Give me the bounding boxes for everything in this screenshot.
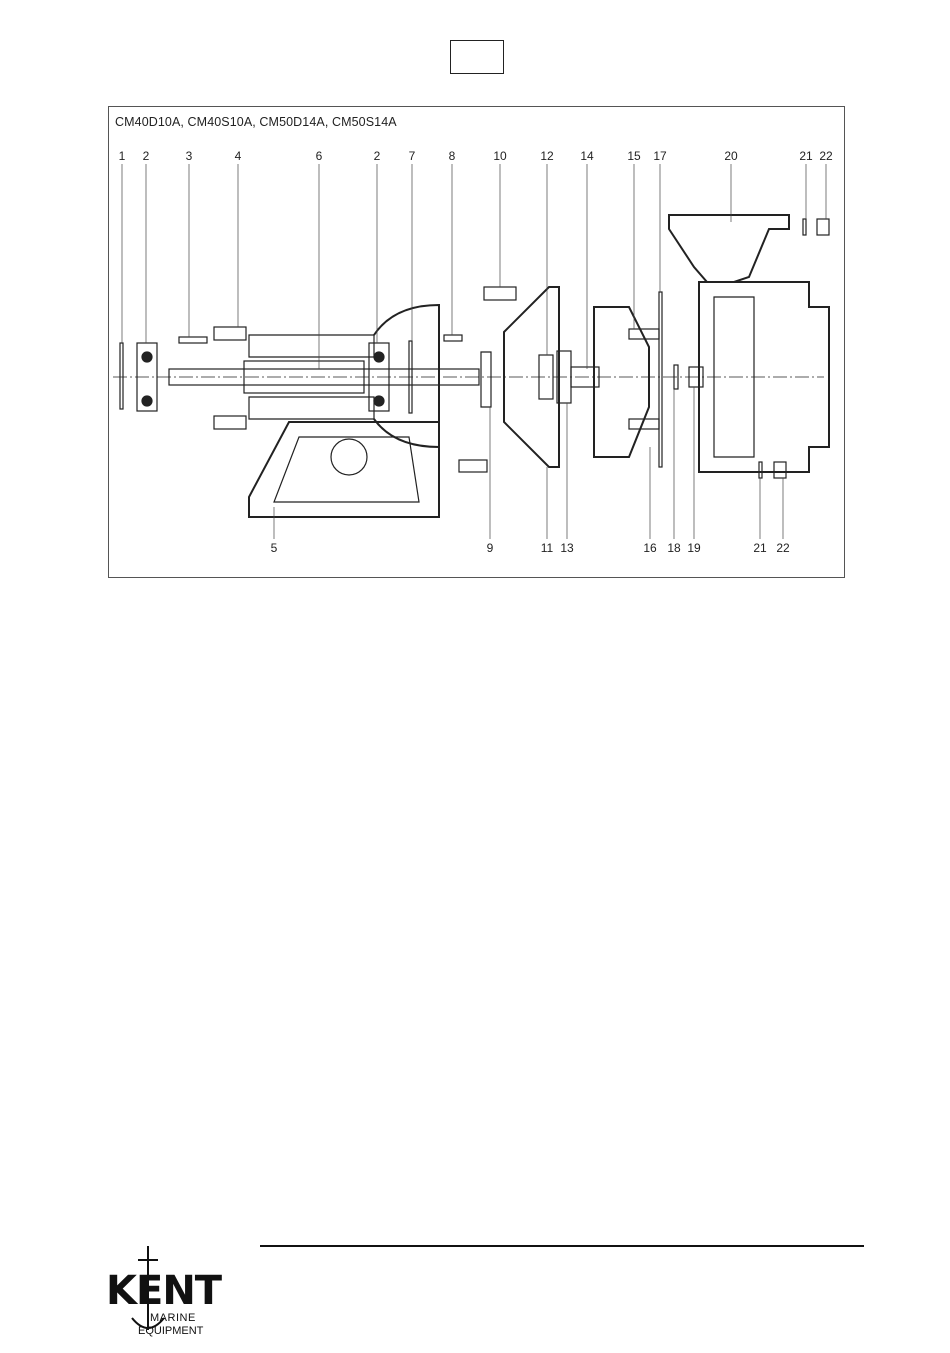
label-20: 20 [724,149,738,163]
part-21-bottom [759,462,762,478]
label-7: 7 [409,149,416,163]
bolt-lower [459,460,487,472]
part-4-bolt-top [214,327,246,340]
label-21a: 21 [799,149,813,163]
label-14: 14 [580,149,594,163]
part-9-deflector [481,352,491,407]
part-22-bottom [774,462,786,478]
label-3: 3 [186,149,193,163]
label-9: 9 [487,541,494,555]
label-18: 18 [667,541,681,555]
label-21b: 21 [753,541,767,555]
label-6: 6 [316,149,323,163]
footer-rule [260,1245,864,1247]
part-8-key [444,335,462,341]
logo-brand: KENT [106,1268,221,1314]
logo-line1: MARINE [150,1312,196,1324]
label-16: 16 [643,541,657,555]
label-2b: 2 [374,149,381,163]
label-10: 10 [493,149,507,163]
part-17-gasket [659,292,662,467]
pump-drawing: 1 2 3 4 6 2 7 8 10 12 14 15 17 20 21 22 … [109,107,846,579]
exploded-pump-diagram: CM40D10A, CM40S10A, CM50D14A, CM50S14A [108,106,845,578]
label-22a: 22 [819,149,833,163]
label-2a: 2 [143,149,150,163]
logo-line2: EQUIPMENT [138,1325,203,1337]
page-number-box [450,40,504,74]
kent-logo: KENT MARINE EQUIPMENT [100,1240,260,1340]
part-20-casing-top [669,215,789,282]
part-4-bolt-bottom [214,416,246,429]
label-1: 1 [119,149,126,163]
part-1-ring [120,343,123,409]
label-19: 19 [687,541,701,555]
part-21-top [803,219,806,235]
label-22b: 22 [776,541,790,555]
label-11: 11 [541,541,554,555]
label-13: 13 [560,541,574,555]
label-17: 17 [653,149,667,163]
bearing-housing-bottom [249,397,374,419]
label-4: 4 [235,149,242,163]
bearing-housing-top [249,335,374,357]
part-10-bolt [484,287,516,300]
part-5-bracket [249,422,439,517]
part-3-key [179,337,207,343]
part-22-top [817,219,829,235]
label-8: 8 [449,149,456,163]
label-5: 5 [271,541,278,555]
label-15: 15 [627,149,641,163]
label-12: 12 [540,149,554,163]
